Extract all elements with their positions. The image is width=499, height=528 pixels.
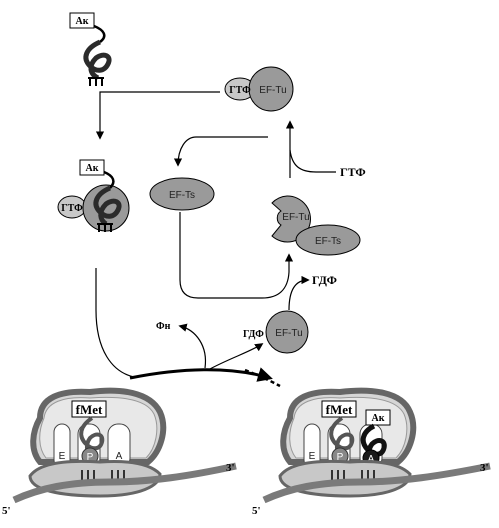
site-a-label-right: A [368, 454, 375, 465]
aa-label-right: Ак [372, 413, 385, 424]
fmet-box-right [321, 400, 357, 418]
site-p-label-right: P [337, 452, 344, 463]
eftu-label-mid: EF-Tu [282, 212, 309, 223]
aa-box-mid [79, 159, 105, 176]
aa-box-right [365, 409, 391, 426]
three-prime-left: 3' [226, 462, 235, 474]
gtp-label-mid: ГТФ [61, 203, 83, 214]
arrow-delivery [95, 268, 135, 378]
gdp-release-arrow [288, 275, 310, 311]
trna-body-mid [93, 185, 122, 227]
eftu-label-top: EF-Tu [259, 85, 286, 96]
site-e-label-right: E [309, 451, 316, 462]
five-prime-left: 5' [2, 505, 11, 517]
trna-p-right [329, 416, 355, 462]
three-prime-right: 3' [480, 462, 489, 474]
gtp-label-top: ГТФ [229, 85, 251, 96]
eftu-gdp-low: EF-Tu ГДФ [243, 310, 309, 354]
arrow-main-bold [129, 367, 273, 382]
trna-acceptor-mid [103, 170, 115, 189]
fmet-label-right: fMet [326, 402, 353, 417]
codons-right [331, 470, 375, 480]
eftu-pacman-mid [271, 195, 311, 243]
aminoacyl-trna-top: Ак [69, 12, 112, 86]
aa-label-top: Ак [76, 16, 89, 27]
eftu-circle-low [265, 310, 309, 354]
ternary-complex: ГТФ Ак [57, 159, 130, 232]
efts-label-left: EF-Ts [169, 190, 195, 201]
aa-box-top [69, 12, 95, 29]
arrow-main-dashed [244, 368, 281, 388]
trna-body-top [83, 39, 112, 81]
eftu-efts-complex: EF-Tu EF-Ts [271, 195, 361, 256]
efts-left: EF-Ts [149, 177, 215, 211]
five-prime-right: 5' [252, 505, 261, 517]
mrna-left [12, 462, 237, 504]
eftu-label-low: EF-Tu [275, 328, 302, 339]
efts-oval-mid [295, 224, 361, 256]
gdp-to-eftu-arrow [207, 343, 264, 371]
arrow-ternary-form [95, 91, 220, 140]
aa-label-mid: Ак [86, 163, 99, 174]
site-a-label-left: A [116, 451, 123, 462]
efts-label-mid: EF-Ts [315, 236, 341, 247]
eftu-gtp-top: ГТФ EF-Tu [224, 66, 294, 112]
mrna-right [262, 462, 491, 504]
trna-p-left [79, 416, 105, 462]
arrow-loop-bottom [179, 212, 290, 299]
arrow-loop-top [173, 136, 268, 167]
gtp-in-label: ГТФ [340, 165, 366, 179]
codons-left [81, 470, 125, 480]
gdp-out-label: ГДФ [312, 273, 337, 287]
fmet-box-left [71, 400, 107, 418]
gtp-entry-line [289, 149, 336, 173]
trna-acceptor-top [93, 24, 106, 43]
ribosome-right: E fMet P Ак A 5' 3' [252, 387, 491, 517]
efts-oval-left [149, 177, 215, 211]
ribosome-left: E A fMet P 5' 3' [2, 387, 237, 517]
site-e-label-left: E [59, 451, 66, 462]
gdp-small-label: ГДФ [243, 329, 264, 340]
phi-label: Фн [156, 321, 171, 332]
fmet-label-left: fMet [76, 402, 103, 417]
phi-release-arrow [178, 323, 207, 369]
site-p-label-left: P [87, 452, 94, 463]
eftu-circle-top [248, 66, 294, 112]
